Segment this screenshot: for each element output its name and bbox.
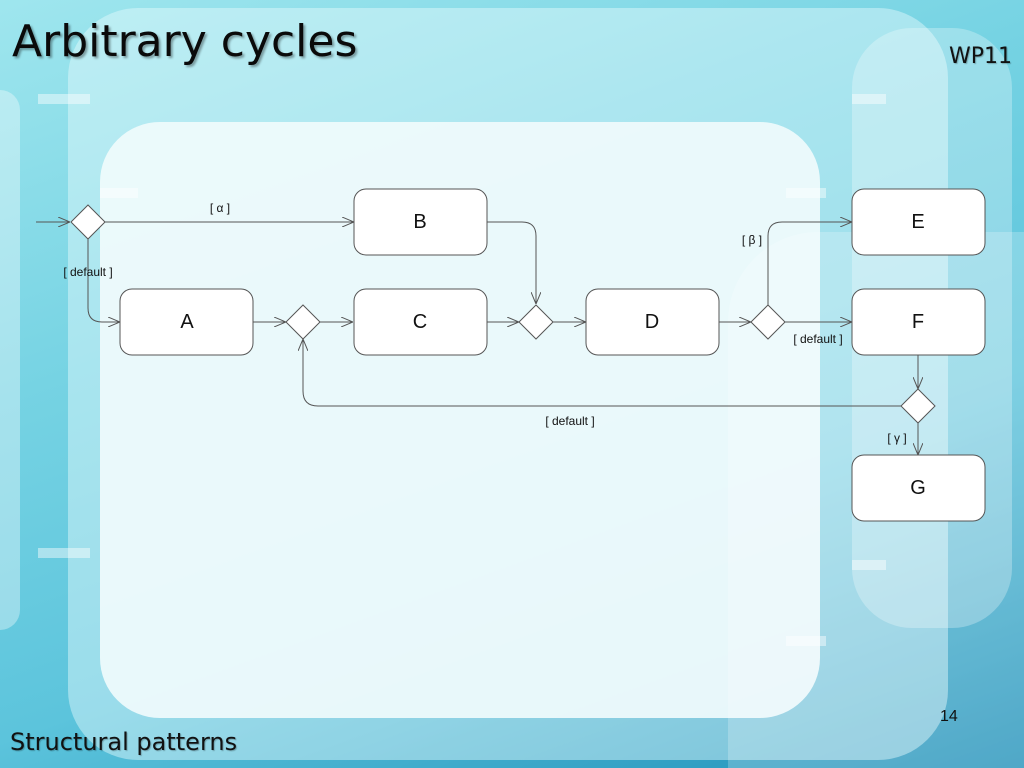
activity-e [851,188,986,256]
activity-e-label: E [911,211,924,233]
guard-default-loop: [ default ] [545,414,594,428]
bg-tick-left-3 [38,548,90,558]
guard-gamma: [ γ ] [887,431,906,445]
decision-start [70,204,106,240]
activity-d [585,288,720,356]
activity-g [851,454,986,522]
activity-a [119,288,254,356]
bg-tick-right-1 [852,94,886,104]
activity-f-label: F [912,311,924,333]
bg-tick-mid-1 [786,188,826,198]
merge-before-c [285,304,321,340]
slide-footer: Structural patterns [10,728,238,756]
edge-default-to-a [87,239,120,322]
activity-b [353,188,488,256]
activity-d-label: D [645,311,659,333]
edge-beta-to-e [767,222,852,305]
decision-after-d [750,304,786,340]
decision-after-f [900,388,936,424]
merge-before-d [518,304,554,340]
slide-tag: WP11 [948,44,1012,69]
activity-b-label: B [413,211,426,233]
edge-default-loop [303,339,901,407]
bg-tick-left-1 [38,94,90,104]
bg-band-left [0,90,20,630]
slide-title: Arbitrary cycles [12,16,358,67]
activity-c [353,288,488,356]
activity-f [851,288,986,356]
bg-tick-right-2 [852,560,886,570]
activity-c-label: C [413,311,427,333]
guard-alpha: [ α ] [210,201,230,215]
guard-beta: [ β ] [742,233,762,247]
activity-g-label: G [910,477,926,499]
bg-tick-left-2 [100,188,138,198]
activity-a-label: A [180,311,194,333]
bg-tick-mid-2 [786,636,826,646]
page-number: 14 [940,708,958,725]
guard-default-start: [ default ] [63,265,112,279]
guard-default-d: [ default ] [793,332,842,346]
edge-b-to-merge [487,221,536,304]
